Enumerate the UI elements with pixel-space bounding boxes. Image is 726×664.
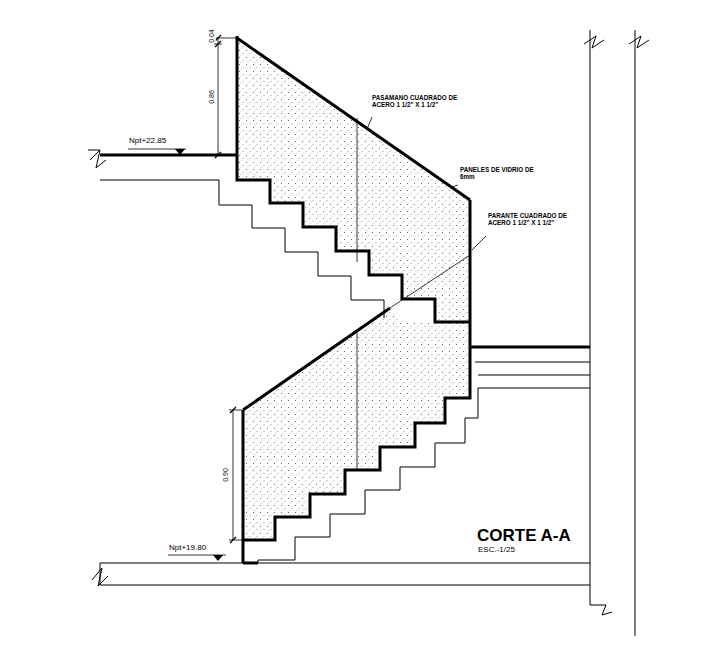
- scale-note: ESC.-1/25: [478, 545, 515, 554]
- extension-line: [229, 410, 242, 411]
- right-post: [469, 200, 472, 347]
- lower-handrail-continuation: [390, 255, 470, 308]
- floor-top: [100, 563, 590, 564]
- callout-note: PARANTE CUADRADO DE ACERO 1 1/2" X 1 1/2…: [487, 211, 585, 227]
- level-text: Npt+22.85: [129, 136, 166, 145]
- wall-corner: [590, 605, 612, 615]
- wall-line: [590, 30, 591, 605]
- level-triangle: [213, 555, 223, 561]
- leader-line: [452, 185, 458, 187]
- dimension-tick: [230, 537, 236, 543]
- level-triangle: [175, 149, 185, 155]
- wall-line: [635, 30, 636, 636]
- glass-panel: [243, 308, 470, 540]
- lower-handrail: [243, 308, 390, 410]
- dimension-text: 0.04: [208, 29, 216, 43]
- dimension-line: [233, 410, 234, 540]
- upper-flight-underside: [219, 180, 384, 318]
- dimension-tick: [215, 35, 221, 41]
- upper-handrail: [237, 38, 470, 200]
- floor-bottom: [100, 585, 590, 586]
- lower-flight-underside: [258, 388, 478, 563]
- dimension-text: 0.90: [222, 468, 230, 482]
- dimension-tick: [215, 41, 221, 47]
- dimension-tick: [215, 152, 221, 158]
- upper-post: [236, 36, 239, 155]
- dimension-line: [218, 38, 219, 155]
- glass-panel: [237, 38, 470, 322]
- break-mark: [584, 36, 604, 48]
- break-mark: [629, 36, 649, 48]
- upper-flight-treads: [237, 155, 470, 322]
- break-mark: [90, 150, 106, 168]
- floor-top-thick: [243, 562, 258, 565]
- upper-slab-bottom: [100, 180, 219, 181]
- break-mark: [88, 150, 100, 151]
- landing-line: [475, 362, 590, 363]
- dimension-tick: [230, 407, 236, 413]
- leader-line: [472, 236, 486, 250]
- leader-line: [368, 117, 372, 127]
- level-text: Npt+19.80: [169, 543, 206, 552]
- callout-note: PASAMANO CUADRADO DE ACERO 1 1/2" X 1 1/…: [371, 93, 469, 109]
- section-title: CORTE A-A: [477, 526, 571, 546]
- landing-top: [470, 346, 590, 349]
- landing-line: [478, 388, 590, 389]
- landing-line: [478, 375, 590, 376]
- mid-post: [357, 330, 358, 470]
- dimension-text: 0.86: [208, 90, 216, 104]
- break-mark: [100, 563, 101, 585]
- mid-post: [357, 118, 358, 262]
- extension-line: [229, 540, 242, 541]
- callout-note: PANELES DE VIDRIO DE 6mm: [459, 165, 535, 181]
